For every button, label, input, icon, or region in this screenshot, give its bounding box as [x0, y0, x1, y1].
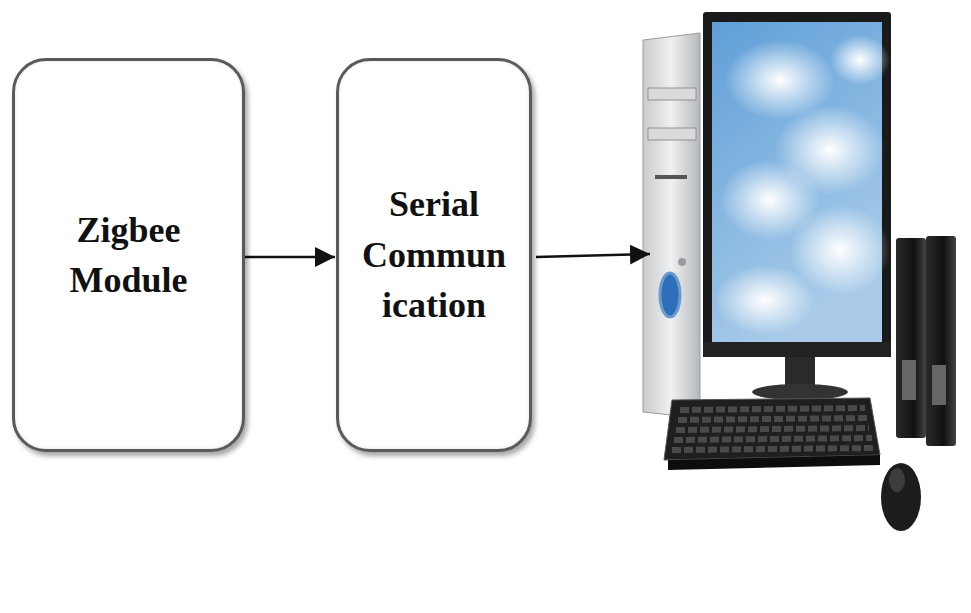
process-box: Serial Commun ication	[336, 58, 532, 452]
flow-arrow	[536, 254, 650, 257]
pc-tower	[643, 33, 700, 418]
keyboard	[664, 398, 880, 470]
speakers	[896, 236, 956, 446]
process-box: Zigbee Module	[12, 58, 245, 452]
mouse	[881, 463, 921, 531]
box-label: Zigbee Module	[41, 205, 216, 306]
box-label: Serial Commun ication	[359, 179, 509, 330]
flow-arrow	[245, 256, 335, 259]
monitor	[703, 12, 891, 400]
